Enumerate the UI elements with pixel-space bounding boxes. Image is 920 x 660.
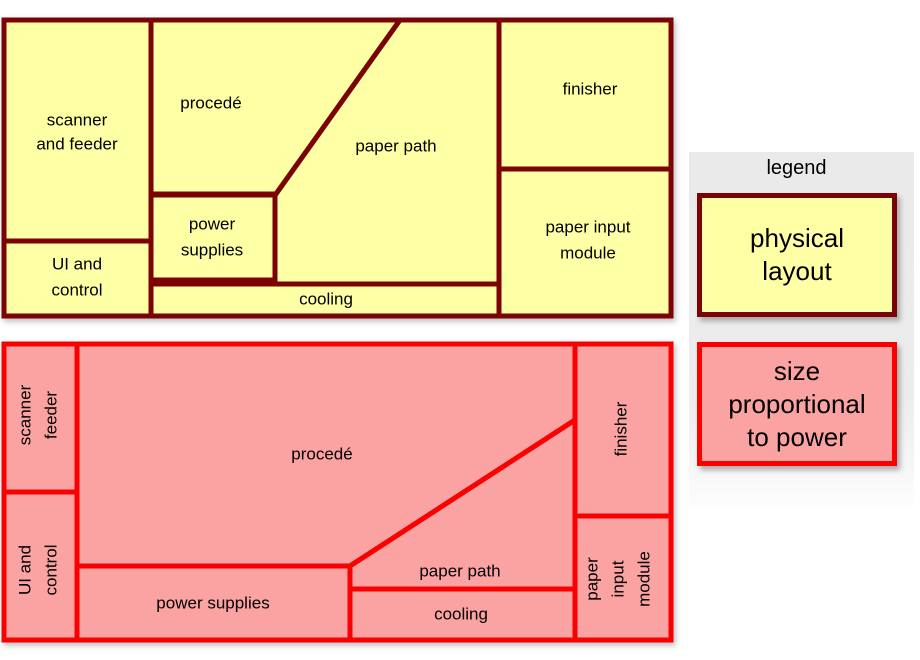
power-label-cooling: cooling — [434, 605, 488, 624]
physical-region-scanner-feeder — [1, 17, 154, 244]
power-diagram-border — [1, 341, 674, 643]
physical-label-paper-input-module: paper input — [545, 218, 630, 237]
power-label-ui-control-line: control — [42, 544, 61, 595]
physical-label-paper-path: paper path — [355, 137, 436, 156]
power-label-ui-control-line: UI and — [16, 545, 35, 595]
physical-label-scanner-feeder: scanner — [47, 111, 108, 130]
physical-region-finisher — [496, 17, 674, 172]
legend-title: legend — [766, 157, 827, 179]
power-label-scanner-feeder-line: scanner — [16, 384, 35, 445]
physical-region-ui-control — [1, 238, 154, 319]
physical-label-paper-input-module: module — [560, 244, 616, 263]
power-label-finisher: finisher — [612, 401, 631, 456]
power-label-finisher-line: finisher — [612, 401, 631, 456]
legend-item-size-proportional-line: to power — [747, 421, 847, 452]
physical-region-power-supplies — [148, 192, 278, 283]
power-label-paper-input-module-line: module — [635, 551, 654, 607]
power-label-scanner-feeder: scanner feeder — [16, 384, 61, 445]
legend-item-physical-layout-line: physical — [750, 223, 844, 253]
physical-label-ui-control: UI and — [52, 255, 102, 274]
physical-label-cooling: cooling — [299, 290, 353, 309]
power-label-ui-control: UI and control — [16, 544, 61, 595]
legend-item-size-proportional-to-power: size proportional to power — [697, 342, 897, 466]
physical-layout-diagram: scanner and feeder UI and control proced… — [1, 17, 674, 319]
legend-item-size-proportional-line: size — [773, 355, 821, 386]
physical-label-power-supplies: power — [189, 215, 236, 234]
power-label-procede: procedé — [291, 445, 352, 464]
power-label-paper-input-module: paper input module — [583, 551, 654, 607]
legend-item-size-proportional-line: proportional — [728, 388, 866, 419]
physical-region-paper-input-module — [496, 166, 674, 319]
power-label-power-supplies: power supplies — [156, 594, 269, 613]
power-proportional-diagram: scanner feeder UI and control procedé pa… — [1, 341, 674, 643]
physical-label-power-supplies: supplies — [181, 241, 243, 260]
physical-label-ui-control: control — [51, 281, 102, 300]
physical-label-procede: procedé — [180, 94, 241, 113]
legend-item-physical-layout-line: layout — [762, 256, 832, 286]
power-label-paper-path: paper path — [419, 562, 500, 581]
power-label-paper-input-module-line: paper — [583, 557, 602, 601]
physical-label-scanner-feeder: and feeder — [36, 135, 118, 154]
power-region-power-supplies — [74, 563, 353, 643]
power-label-scanner-feeder-line: feeder — [42, 391, 61, 440]
power-label-paper-input-module-line: input — [609, 560, 628, 597]
physical-label-finisher: finisher — [563, 80, 618, 99]
physical-diagram-border — [1, 17, 674, 319]
legend-item-physical-layout: physical layout — [697, 193, 897, 317]
